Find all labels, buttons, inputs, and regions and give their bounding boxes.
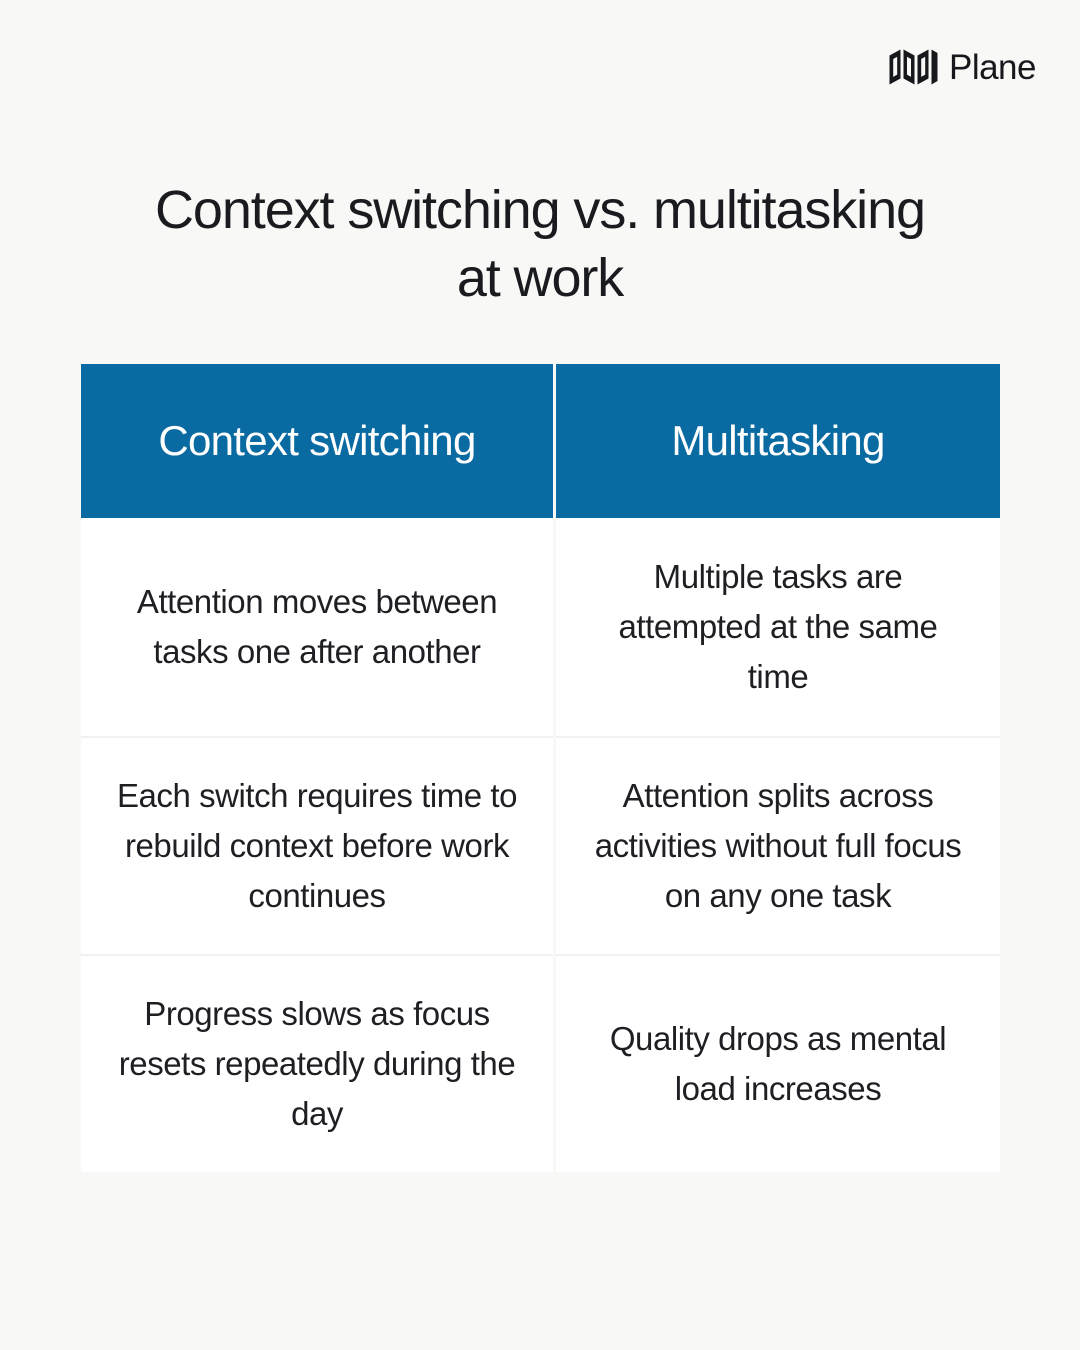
table-row: Attention moves between tasks one after … <box>81 518 1000 736</box>
comparison-table: Context switching Multitasking Attention… <box>81 364 1000 1172</box>
table-header-row: Context switching Multitasking <box>81 364 1000 518</box>
brand-name: Plane <box>948 47 1037 87</box>
page-title: Context switching vs. multitasking at wo… <box>155 180 926 309</box>
table-cell: Each switch requires time to rebuild con… <box>81 736 553 954</box>
table-body: Attention moves between tasks one after … <box>81 518 1000 1172</box>
column-header-context-switching: Context switching <box>81 364 553 518</box>
table-cell: Attention moves between tasks one after … <box>81 518 553 736</box>
table-cell: Multiple tasks are attempted at the same… <box>556 518 1000 736</box>
column-header-multitasking: Multitasking <box>556 364 1000 518</box>
brand-lockup: Plane <box>888 47 1037 87</box>
table-cell: Attention splits across activities witho… <box>556 736 1000 954</box>
plane-logo-icon <box>888 48 938 86</box>
table-cell: Quality drops as mental load increases <box>556 954 1000 1172</box>
table-cell: Progress slows as focus resets repeatedl… <box>81 954 553 1172</box>
table-row: Each switch requires time to rebuild con… <box>81 736 1000 954</box>
table-row: Progress slows as focus resets repeatedl… <box>81 954 1000 1172</box>
